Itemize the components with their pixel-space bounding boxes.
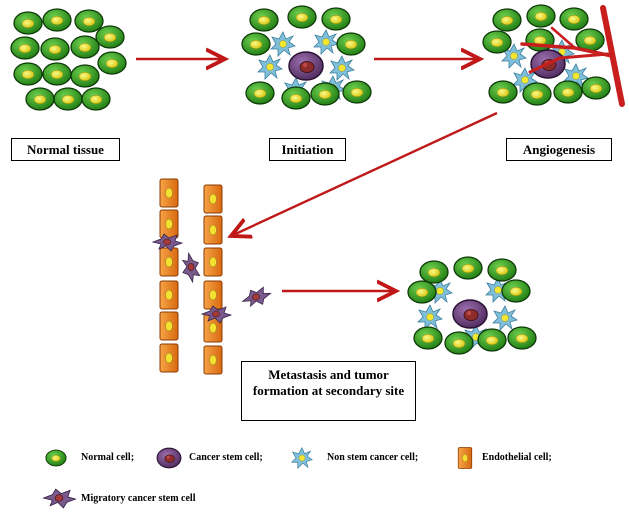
normal-tissue-cluster: [10, 8, 127, 111]
legend-label-non-stem-cancer-cell: Non stem cancer cell;: [327, 452, 419, 463]
angiogenesis-cluster: [482, 4, 625, 107]
secondary-tumor-cluster: [407, 256, 537, 355]
legend-endothelial-cell-icon: [457, 447, 473, 469]
blood-vessel: [520, 5, 625, 107]
legend-label-endothelial-cell: Endothelial cell;: [482, 452, 552, 463]
legend-normal-cell-icon: [45, 449, 67, 467]
legend-non-stem-cancer-cell-icon: [291, 447, 313, 469]
legend-migratory-cancer-stem-cell-icon: [43, 488, 76, 509]
progression-arrows: [136, 59, 498, 291]
stage-label-angiogenesis: Angiogenesis: [506, 138, 612, 161]
vessel-wall-right: [203, 184, 223, 375]
stage-label-metastasis: Metastasis and tumor formation at second…: [241, 361, 416, 421]
legend-label-cancer-stem-cell: Cancer stem cell;: [189, 452, 263, 463]
vessel-wall-left: [159, 178, 179, 373]
stage-label-normal-tissue: Normal tissue: [11, 138, 120, 161]
legend-cancer-stem-cell-icon: [156, 447, 182, 469]
legend-label-migratory-cancer-stem-cell: Migratory cancer stem cell: [81, 493, 196, 504]
stage-label-initiation: Initiation: [269, 138, 346, 161]
arrow-angiogenesis-to-metastasis: [231, 111, 498, 236]
legend-label-normal-cell: Normal cell;: [81, 452, 135, 463]
initiation-cluster: [241, 5, 372, 110]
migratory-cells: [152, 233, 274, 324]
